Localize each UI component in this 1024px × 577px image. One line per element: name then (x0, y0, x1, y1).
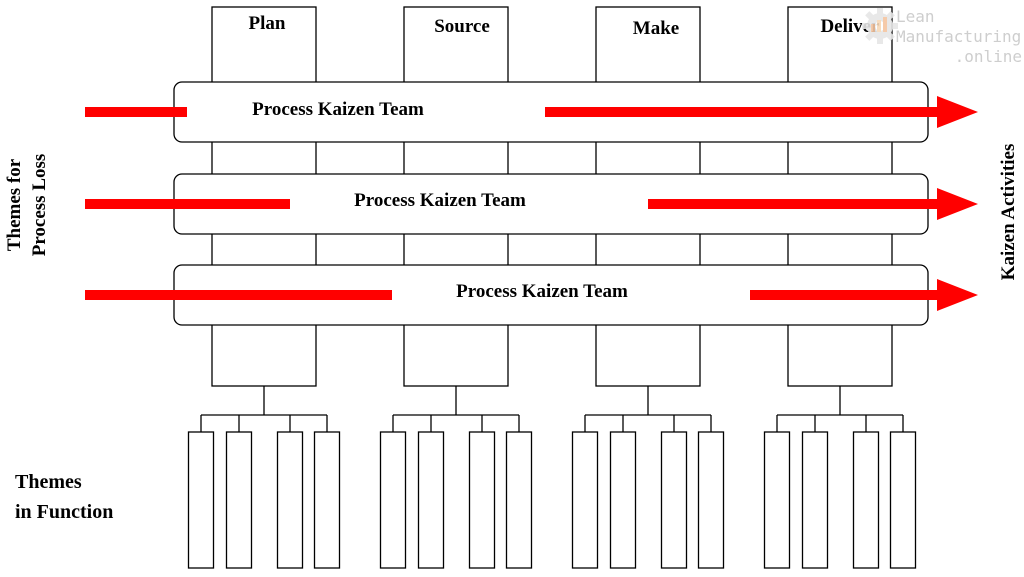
function-title-plan: Plan (249, 13, 286, 34)
function-theme-box-make-2 (609, 431, 637, 569)
watermark-line-1: Lean (896, 7, 935, 26)
function-theme-box-deliver-4 (889, 431, 917, 569)
function-title-make: Make (633, 18, 679, 39)
watermark-line-3: .online (955, 47, 1022, 66)
arrow-left-segment-3 (85, 290, 392, 300)
left-label-line-2: Process Loss (29, 154, 50, 257)
gear-icon (862, 8, 898, 44)
watermark-logo: Lean Manufacturing .online (862, 7, 1022, 66)
function-theme-box-make-4 (697, 431, 725, 569)
function-theme-trees (187, 386, 917, 569)
function-theme-box-source-4 (505, 431, 533, 569)
kaizen-label-1: Process Kaizen Team (252, 99, 424, 120)
arrow-right-shaft-3 (750, 290, 945, 300)
watermark-line-2: Manufacturing (896, 27, 1021, 46)
bottom-label: Themes in Function (15, 471, 113, 523)
arrow-right-head-2 (937, 188, 978, 220)
function-theme-box-source-1 (379, 431, 407, 569)
function-theme-box-plan-3 (276, 431, 304, 569)
function-theme-box-deliver-1 (763, 431, 791, 569)
function-theme-box-deliver-3 (852, 431, 880, 569)
arrow-right-shaft-2 (648, 199, 945, 209)
kaizen-labels: Process Kaizen Team Process Kaizen Team … (252, 99, 628, 302)
function-theme-box-source-3 (468, 431, 496, 569)
right-label: Kaizen Activities (998, 144, 1019, 281)
function-titles: Plan Source Make Deliver (249, 13, 881, 39)
function-theme-box-source-2 (417, 431, 445, 569)
left-label: Themes for Process Loss (4, 154, 50, 257)
function-theme-box-make-3 (660, 431, 688, 569)
arrow-right-head-3 (937, 279, 978, 311)
arrow-right-head-1 (937, 96, 978, 128)
left-label-line-1: Themes for (4, 158, 25, 251)
function-theme-box-plan-1 (187, 431, 215, 569)
bottom-label-line-1: Themes (15, 471, 82, 493)
kaizen-bars (173, 81, 929, 326)
kaizen-label-3: Process Kaizen Team (456, 281, 628, 302)
process-arrows (85, 96, 978, 311)
arrow-left-segment-1 (85, 107, 187, 117)
arrow-left-segment-2 (85, 199, 290, 209)
function-theme-box-plan-2 (225, 431, 253, 569)
function-theme-box-make-1 (571, 431, 599, 569)
function-title-deliver: Deliver (820, 16, 880, 37)
function-theme-box-plan-4 (313, 431, 341, 569)
kaizen-label-2: Process Kaizen Team (354, 190, 526, 211)
arrow-right-shaft-1 (545, 107, 945, 117)
function-theme-box-deliver-2 (801, 431, 829, 569)
bottom-label-line-2: in Function (15, 501, 113, 523)
function-title-source: Source (434, 16, 490, 37)
